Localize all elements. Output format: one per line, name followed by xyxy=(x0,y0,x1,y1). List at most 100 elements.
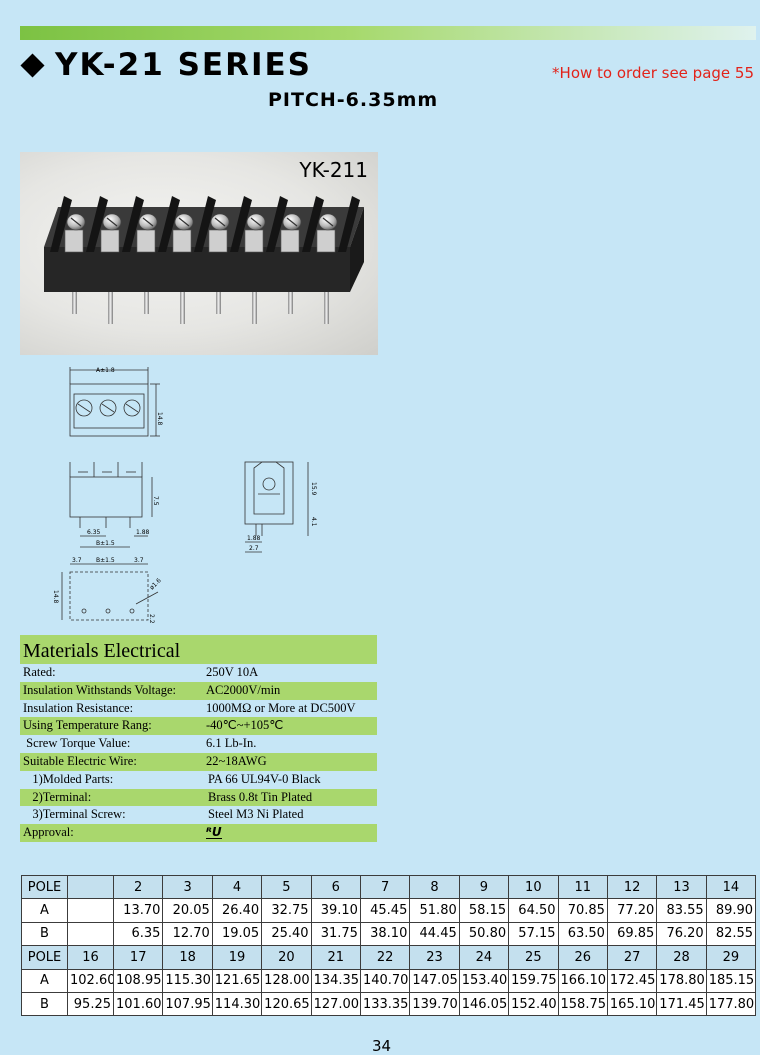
table-cell: 20 xyxy=(261,945,312,970)
materials-row-label: 2)Terminal: xyxy=(23,789,92,804)
table-cell: 38.10 xyxy=(359,921,411,947)
table-cell: 114.30 xyxy=(211,991,263,1017)
materials-row-value: PA 66 UL94V-0 Black xyxy=(208,771,321,786)
pole-row: POLE161718192021222324252627282930 xyxy=(21,945,757,970)
page-number: 34 xyxy=(372,1037,392,1055)
materials-heading: Materials Electrical xyxy=(20,635,377,664)
materials-row-label: Approval: xyxy=(23,825,74,840)
table-cell: 158.75 xyxy=(557,991,608,1017)
dimension-drawings: A±1.8 14.8 7.5 6.35 1.88 B±1.5 15. xyxy=(40,364,340,626)
materials-row-label: Insulation Resistance: xyxy=(23,700,134,715)
materials-row: 1)Molded Parts: PA 66 UL94V-0 Black xyxy=(20,771,377,789)
table-cell: 159.75 xyxy=(508,968,559,993)
table-cell: 50.80 xyxy=(458,921,510,947)
table-cell: 3 xyxy=(162,874,213,900)
table-cell: 185.15 xyxy=(705,968,757,993)
dim-foot-left: 3.7 xyxy=(72,557,82,564)
dim-side-height: 7.5 xyxy=(152,496,159,506)
table-cell: 2 xyxy=(112,874,164,900)
table-cell: 12 xyxy=(606,874,658,900)
table-cell: 14 xyxy=(705,874,757,900)
row-header-cell: B xyxy=(21,991,68,1017)
table-cell: 140.70 xyxy=(359,968,411,993)
materials-row-label: 1)Molded Parts: xyxy=(23,771,114,786)
table-cell: 171.45 xyxy=(656,991,707,1017)
terminal-block-illustration xyxy=(44,196,364,324)
dim-pin: 1.88 xyxy=(136,529,150,536)
materials-row: Approval:ᴿU xyxy=(20,824,377,842)
table-cell: 134.35 xyxy=(310,968,361,993)
table-cell: 177.80 xyxy=(705,991,757,1017)
table-cell: 128.00 xyxy=(261,968,312,993)
dim-pitch: 6.35 xyxy=(87,529,101,536)
table-cell: 18 xyxy=(162,945,213,970)
table-cell: 101.60 xyxy=(112,991,164,1017)
table-cell: 6 xyxy=(310,874,361,900)
row-header-cell: A xyxy=(21,898,68,923)
pole-row: POLE23456789101112131415 xyxy=(21,874,757,900)
row-header-cell: B xyxy=(21,921,68,947)
materials-row-label: 3)Terminal Screw: xyxy=(23,807,126,822)
table-cell: 120.65 xyxy=(261,991,312,1017)
table-cell: 26.40 xyxy=(211,898,263,923)
table-cell: 13 xyxy=(656,874,707,900)
table-cell: 24 xyxy=(458,945,510,970)
dim-end-pin: 1.88 xyxy=(247,535,261,542)
row-header-cell: POLE xyxy=(21,945,68,970)
table-cell: 69.85 xyxy=(606,921,658,947)
table-cell: 5 xyxy=(261,874,312,900)
table-cell: 32.75 xyxy=(261,898,312,923)
table-cell: 31.75 xyxy=(310,921,361,947)
series-title: YK-21 SERIES xyxy=(55,47,312,83)
table-cell: 8 xyxy=(409,874,460,900)
table-cell: 139.70 xyxy=(409,991,460,1017)
materials-row-value: Brass 0.8t Tin Plated xyxy=(208,789,313,804)
table-cell: 89.90 xyxy=(705,898,757,923)
materials-row-label: Using Temperature Rang: xyxy=(23,718,152,733)
table-cell: 95.25 xyxy=(67,991,114,1017)
table-cell: 25 xyxy=(508,945,559,970)
table-cell: 166.10 xyxy=(557,968,608,993)
table-cell: 12.70 xyxy=(162,921,213,947)
table-cell: 19 xyxy=(211,945,263,970)
header-gradient-bar xyxy=(20,26,756,40)
materials-row: 3)Terminal Screw:Steel M3 Ni Plated xyxy=(20,806,377,824)
table-cell: 16 xyxy=(67,945,114,970)
table-cell xyxy=(67,921,114,947)
table-cell: 9 xyxy=(458,874,510,900)
table-cell: 76.20 xyxy=(656,921,707,947)
table-cell: 63.50 xyxy=(557,921,608,947)
dim-end-width: 2.7 xyxy=(249,545,259,552)
dim-end-height: 15.9 xyxy=(310,482,317,496)
dim-foot-hole: ø1.6 xyxy=(148,577,162,591)
table-cell: 152.40 xyxy=(508,991,559,1017)
table-cell: 107.95 xyxy=(162,991,213,1017)
materials-row-value: -40℃~+105℃ xyxy=(206,718,284,733)
dim-b: B±1.5 xyxy=(96,540,115,547)
table-cell xyxy=(67,898,114,923)
dim-foot-right: 3.7 xyxy=(134,557,144,564)
dim-top-height: 14.8 xyxy=(156,412,163,426)
table-cell: 57.15 xyxy=(508,921,559,947)
table-cell: 22 xyxy=(359,945,411,970)
table-cell: 45.45 xyxy=(359,898,411,923)
dim-a: A±1.8 xyxy=(96,367,115,374)
table-cell: 39.10 xyxy=(310,898,361,923)
materials-row: Screw Torque Value:6.1 Lb-In. xyxy=(20,735,377,753)
materials-row-label: Insulation Withstands Voltage: xyxy=(23,682,176,697)
diamond-bullet-icon xyxy=(20,52,45,78)
materials-row: Insulation Resistance:1000MΩ or More at … xyxy=(20,700,377,718)
table-cell: 17 xyxy=(112,945,164,970)
table-cell: 27 xyxy=(606,945,658,970)
table-cell: 7 xyxy=(359,874,411,900)
table-cell: 6.35 xyxy=(112,921,164,947)
table-cell: 58.15 xyxy=(458,898,510,923)
materials-row-value: 22~18AWG xyxy=(206,753,267,768)
materials-row-label: Suitable Electric Wire: xyxy=(23,753,137,768)
table-cell: 83.55 xyxy=(656,898,707,923)
materials-row: Suitable Electric Wire: 22~18AWG xyxy=(20,752,377,771)
table-cell: 146.05 xyxy=(458,991,510,1017)
